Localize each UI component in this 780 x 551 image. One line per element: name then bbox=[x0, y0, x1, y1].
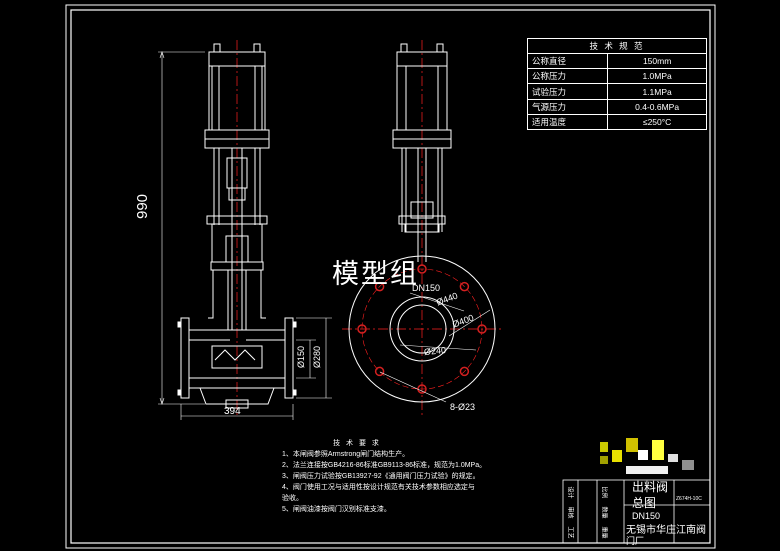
drawing-no: Z674H-10C bbox=[676, 496, 702, 502]
side-view bbox=[342, 40, 502, 415]
note-item: 3、闸阀压力试验按GB13927-92《通用阀门压力试验》的规定。 bbox=[282, 473, 480, 480]
note-item: 5、闸阀油漆按阀门汉别标准支漆。 bbox=[282, 506, 391, 513]
drawing-title-2: 总图 bbox=[632, 496, 657, 510]
watermark: 模型组 bbox=[332, 259, 419, 289]
leaders bbox=[379, 292, 491, 403]
dim-width-total: 394 bbox=[224, 406, 241, 417]
spec-title: 技 术 规 范 bbox=[527, 37, 707, 55]
note-item: 验收。 bbox=[282, 495, 303, 502]
tb-label: 数量 bbox=[600, 506, 607, 519]
tb-label: 审核 bbox=[566, 506, 573, 519]
bolt-holes bbox=[357, 264, 487, 394]
tb-label: 设计 bbox=[566, 486, 573, 499]
drawing-size: DN150 bbox=[632, 511, 661, 521]
note-item: 1、本闸阀参照Armstrong闸门结构生产。 bbox=[282, 451, 410, 458]
title-block-lines bbox=[562, 479, 711, 544]
technical-notes: 技 术 要 求 1、本闸阀参照Armstrong闸门结构生产。 2、法兰连接按G… bbox=[282, 438, 582, 515]
dim-bore-dia: Ø150 bbox=[296, 345, 307, 369]
company-name: 无锡市华庄江南阀 bbox=[626, 525, 706, 536]
dim-flange-dia: Ø280 bbox=[312, 345, 323, 369]
note-item: 4、阀门使用工况与适用性按设计规范有关技术参数相应选定与 bbox=[282, 484, 475, 491]
dim-dn-label: DN150 bbox=[412, 283, 441, 293]
company-name-2: 门厂 bbox=[626, 536, 645, 546]
dim-bolt-holes: 8-Ø23 bbox=[450, 402, 476, 412]
note-item: 2、法兰连接按GB4216-86标准GB9113-86标准，规范为1.0MPa。 bbox=[282, 462, 487, 469]
outer-frame bbox=[65, 4, 716, 549]
drawing-title-1: 出料阀 bbox=[632, 480, 669, 494]
inner-frame bbox=[70, 9, 711, 544]
notes-title: 技 术 要 求 bbox=[333, 440, 381, 447]
table-row: 适用温度≤250°C bbox=[526, 113, 707, 131]
dim-inner-dia: Ø240 bbox=[423, 345, 447, 357]
tb-label: 工艺 bbox=[566, 526, 573, 539]
tb-label: 比例 bbox=[600, 486, 607, 499]
tb-label: 重量 bbox=[600, 526, 607, 539]
dim-height-total: 990 bbox=[134, 193, 152, 220]
front-view bbox=[158, 40, 332, 420]
